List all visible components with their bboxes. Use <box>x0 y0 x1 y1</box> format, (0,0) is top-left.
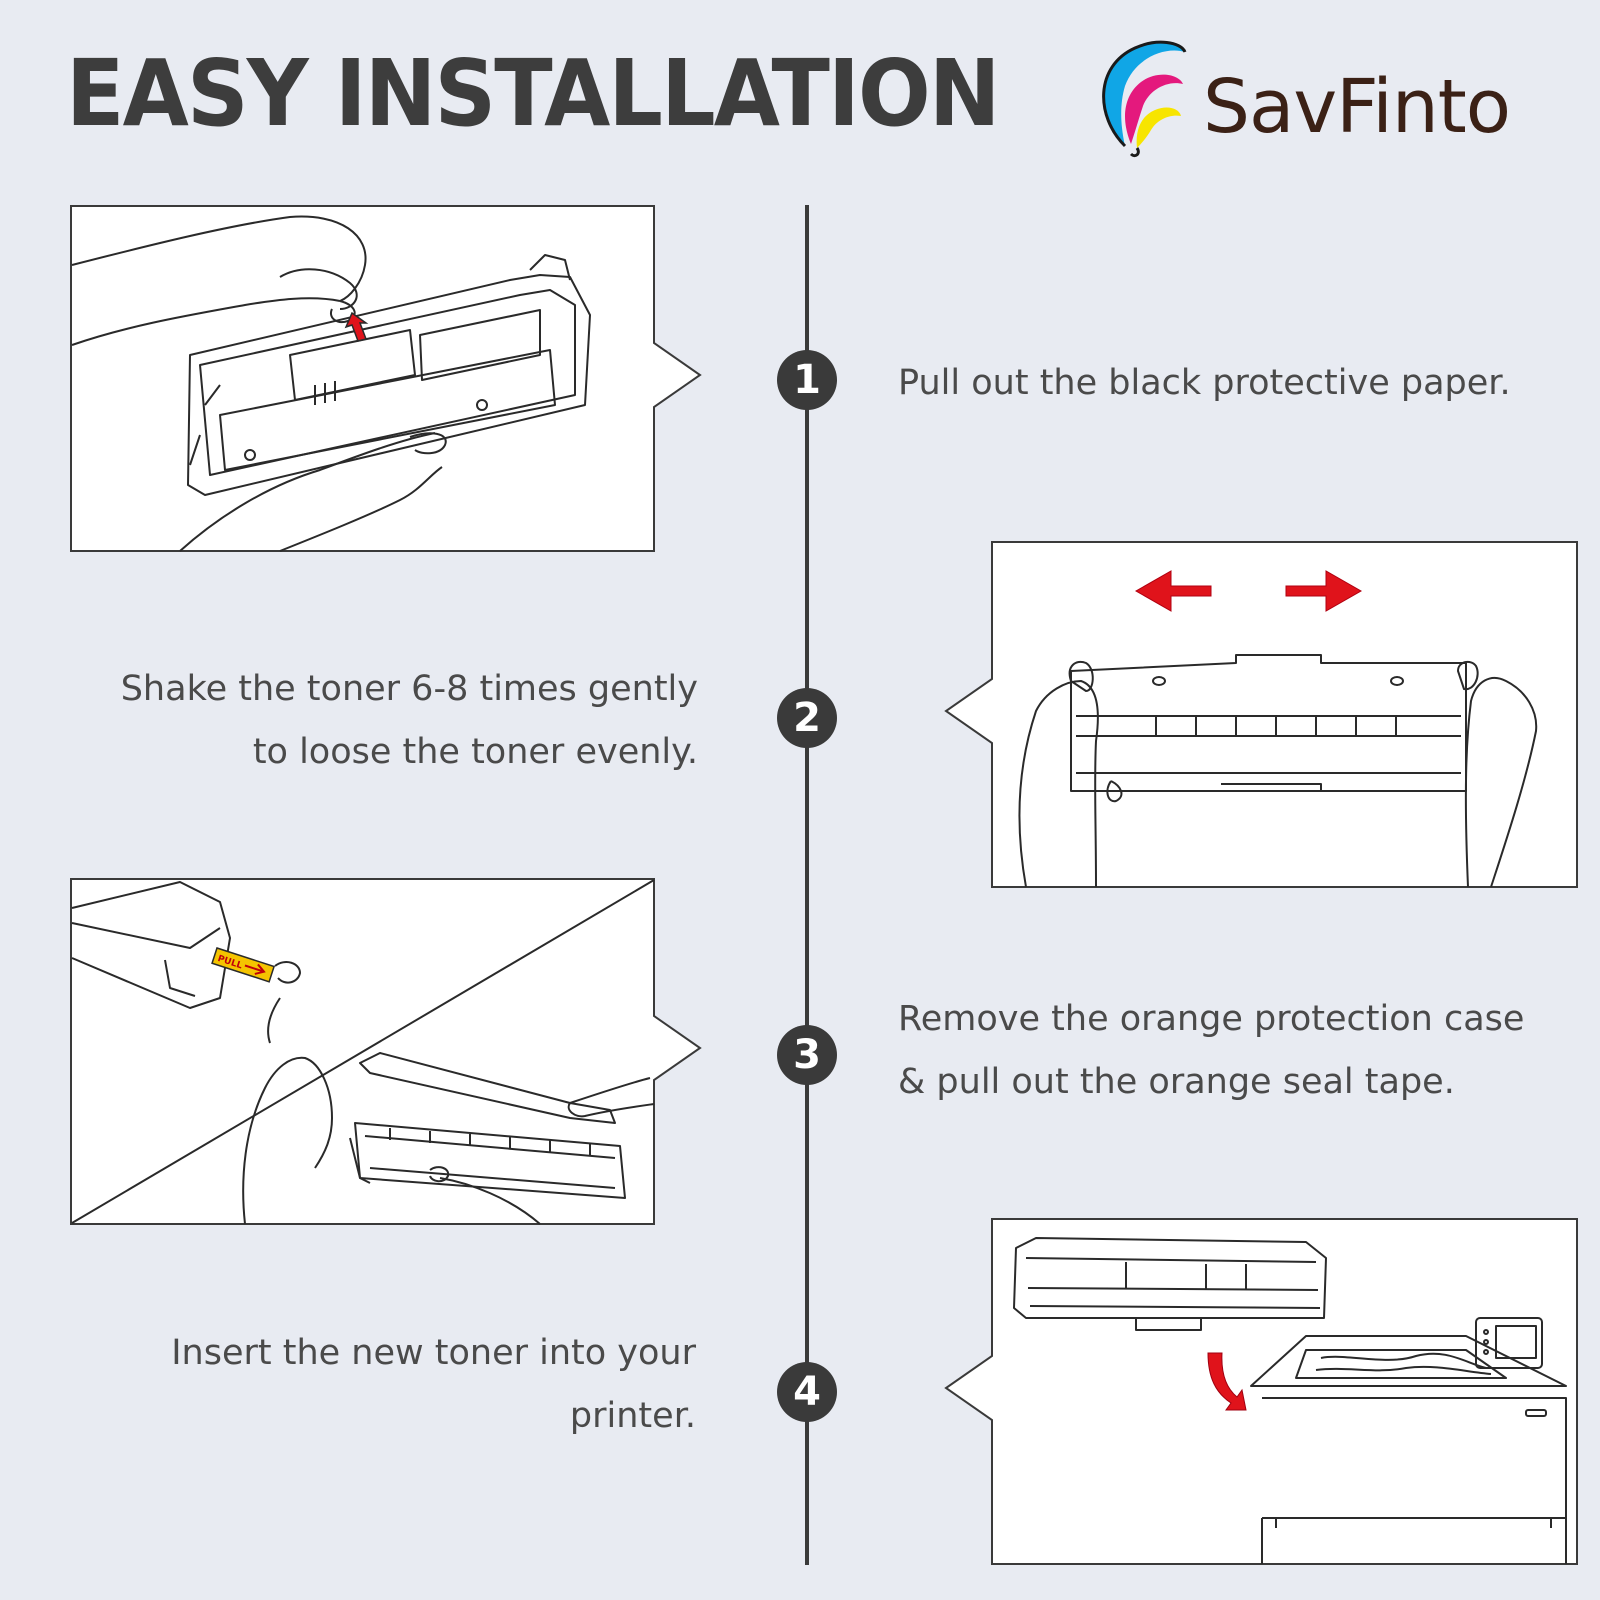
step-4-number: 4 <box>777 1362 837 1422</box>
step-3-text: Remove the orange protection case & pull… <box>898 999 1525 1102</box>
brand-logo-block: SavFinto <box>1095 36 1545 166</box>
step-2-illustration <box>900 541 1578 888</box>
step-1-illustration <box>70 205 702 552</box>
step-1-number: 1 <box>777 350 837 410</box>
step-2-number: 2 <box>777 688 837 748</box>
step-4-text: Insert the new toner into your printer. <box>171 1333 696 1436</box>
step-2-text: Shake the toner 6-8 times gently to loos… <box>120 669 698 772</box>
timeline-line <box>805 205 809 1565</box>
page-title: EASY INSTALLATION <box>66 40 1000 147</box>
step-4-illustration <box>900 1218 1578 1565</box>
step-3-illustration: PULL <box>70 878 702 1225</box>
brand-name: SavFinto <box>1203 64 1511 150</box>
brand-logo-icon <box>1102 40 1187 158</box>
step-3-number: 3 <box>777 1025 837 1085</box>
step-1-text: Pull out the black protective paper. <box>898 363 1511 403</box>
